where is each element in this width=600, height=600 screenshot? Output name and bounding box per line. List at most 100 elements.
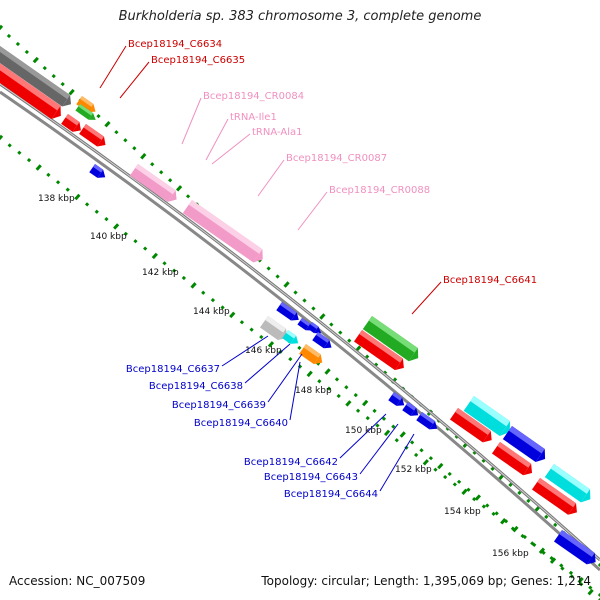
leader-line (411, 281, 442, 315)
tick-mark (7, 143, 12, 148)
tick-mark (452, 482, 457, 487)
gene-label[interactable]: Bcep18194_C6635 (151, 55, 245, 66)
kbp-tick-label: 154 kbp (444, 507, 481, 517)
gene-label[interactable]: Bcep18194_C6637 (126, 364, 220, 375)
tick-mark (347, 338, 352, 343)
gene-block[interactable] (312, 332, 334, 352)
gene-block[interactable] (353, 330, 408, 374)
tick-mark (329, 322, 334, 327)
tick-mark (526, 498, 531, 503)
gene-block[interactable] (362, 316, 423, 365)
gene-label[interactable]: tRNA-Ala1 (252, 127, 302, 138)
gene-block[interactable] (0, 32, 75, 110)
tick-mark (472, 497, 477, 502)
tick-mark (123, 231, 128, 236)
tick-mark (181, 275, 186, 281)
gene-label[interactable]: Bcep18194_CR0084 (203, 91, 304, 102)
gene-label[interactable]: Bcep18194_C6643 (264, 472, 358, 483)
tick-mark (104, 120, 111, 128)
tick-mark (443, 474, 448, 480)
gene-label[interactable]: Bcep18194_C6640 (194, 418, 288, 429)
tick-mark (267, 341, 275, 348)
tick-mark (597, 562, 600, 568)
tick-mark (15, 41, 21, 47)
gene-label[interactable]: Bcep18194_C6644 (284, 489, 378, 500)
tick-mark (344, 385, 349, 390)
tick-mark (123, 138, 128, 143)
gene-block[interactable] (416, 412, 440, 433)
gene-label[interactable]: Bcep18194_C6642 (244, 457, 338, 468)
gene-label[interactable]: Bcep18194_CR0087 (286, 153, 387, 164)
tick-mark (553, 522, 558, 528)
gene-label[interactable]: Bcep18194_C6638 (149, 381, 243, 392)
gene-block[interactable] (76, 96, 98, 116)
tick-mark (26, 157, 32, 163)
tick-mark (259, 334, 264, 340)
tick-mark (587, 588, 594, 596)
gene-block[interactable] (282, 330, 301, 347)
tick-mark (532, 542, 537, 547)
gene-block[interactable] (276, 302, 301, 324)
gene-block[interactable] (182, 200, 268, 266)
tick-mark (74, 193, 81, 201)
tick-mark (437, 462, 444, 470)
gene-block[interactable] (544, 464, 595, 506)
tick-mark (538, 547, 546, 555)
leader-line (267, 353, 303, 403)
gene-block[interactable] (129, 164, 181, 205)
tick-mark (372, 408, 377, 414)
tick-mark (365, 415, 370, 421)
tick-mark (494, 511, 499, 516)
leader-line (211, 133, 251, 165)
tick-mark (185, 194, 191, 199)
gene-block[interactable] (75, 104, 98, 123)
kbp-tick-label: 148 kbp (295, 386, 332, 396)
gene-block[interactable] (61, 114, 84, 135)
tick-mark (362, 399, 369, 407)
map-title: Burkholderia sp. 383 chromosome 3, compl… (118, 9, 482, 24)
gene-block[interactable] (388, 392, 407, 409)
gene-block[interactable] (553, 530, 600, 568)
gene-label[interactable]: Bcep18194_C6639 (172, 400, 266, 411)
topology-text: Topology: circular; Length: 1,395,069 bp… (261, 574, 591, 588)
leader-line (379, 433, 415, 492)
gene-block[interactable] (491, 442, 536, 479)
gene-block[interactable] (463, 396, 515, 439)
gene-block[interactable] (531, 478, 581, 518)
gene-block[interactable] (502, 426, 550, 465)
gene-block[interactable] (402, 402, 421, 419)
gene-block[interactable] (299, 344, 326, 368)
gene-label[interactable]: Bcep18194_C6641 (443, 275, 537, 286)
tick-mark (541, 550, 546, 555)
gene-label[interactable]: tRNA-Ile1 (230, 112, 277, 123)
gene-block[interactable] (89, 164, 108, 181)
gene-label[interactable]: Bcep18194_CR0088 (329, 185, 430, 196)
leader-line (257, 159, 285, 197)
kbp-tick-label: 142 kbp (142, 268, 179, 278)
tick-mark (466, 487, 471, 492)
gene-block[interactable] (307, 322, 323, 337)
tick-mark (302, 298, 307, 303)
tick-mark (68, 88, 75, 96)
tick-mark (293, 290, 298, 295)
tick-mark (229, 311, 236, 319)
tick-mark (51, 73, 56, 79)
leader-line (99, 45, 127, 89)
leader-line (221, 335, 269, 367)
gene-label[interactable]: Bcep18194_C6634 (128, 39, 222, 50)
tick-mark (336, 393, 341, 399)
tick-mark (597, 597, 600, 600)
tick-mark (133, 239, 138, 244)
tick-mark (433, 467, 438, 472)
gene-block[interactable] (0, 59, 65, 122)
tick-mark (266, 266, 271, 271)
tick-mark (190, 282, 197, 289)
tick-mark (60, 81, 65, 87)
tick-mark (283, 281, 290, 288)
gene-block[interactable] (79, 124, 109, 150)
tick-mark (220, 305, 225, 310)
gene-block[interactable] (449, 408, 496, 446)
tick-mark (239, 320, 245, 325)
tick-mark (17, 150, 22, 155)
